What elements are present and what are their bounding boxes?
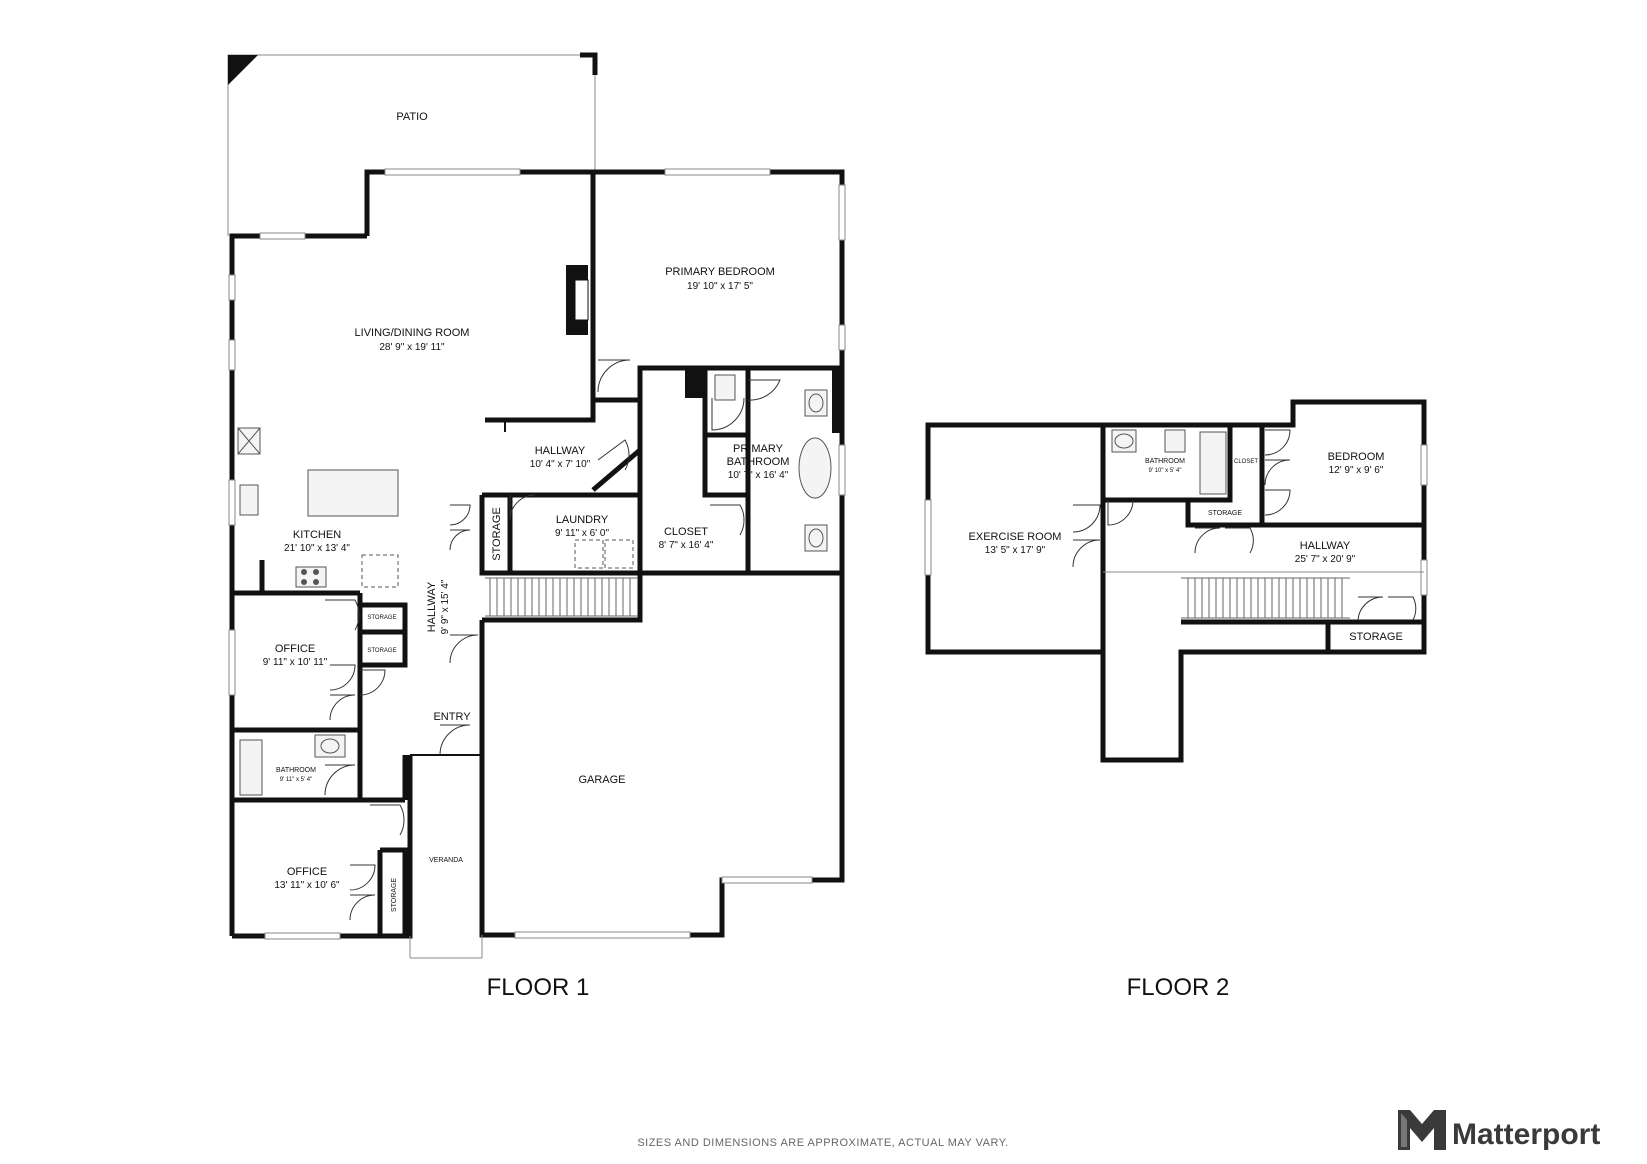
floor-1-interior-walls xyxy=(232,172,842,936)
storage-label-office-2: STORAGE xyxy=(391,878,398,912)
room-dims-closet: 8' 7" x 16' 4" xyxy=(659,540,714,551)
brand-name: Matterport xyxy=(1452,1118,1600,1151)
floor-2-title: FLOOR 2 xyxy=(1127,974,1230,1001)
floor-2-fixtures xyxy=(1111,429,1227,495)
room-label-bathroom-1: BATHROOM xyxy=(276,767,316,774)
room-label-hallway-3: HALLWAY xyxy=(1300,540,1351,552)
room-label-veranda: VERANDA xyxy=(429,857,463,864)
room-label-primary-bathroom-1: PRIMARY xyxy=(733,443,784,455)
floor-2-doors xyxy=(1072,429,1417,621)
room-label-bathroom-2: BATHROOM xyxy=(1145,458,1185,465)
room-label-storage-2a: STORAGE xyxy=(1208,510,1242,517)
room-label-office-2: OFFICE xyxy=(287,866,327,878)
room-dims-living-dining: 28' 9" x 19' 11" xyxy=(379,342,445,353)
floor-1-title: FLOOR 1 xyxy=(487,974,590,1001)
room-label-garage: GARAGE xyxy=(578,774,625,786)
floor-1-stairs xyxy=(485,577,638,617)
floor-1-doors xyxy=(324,359,781,921)
room-label-hallway-2: HALLWAY xyxy=(426,581,438,632)
disclaimer-text: SIZES AND DIMENSIONS ARE APPROXIMATE, AC… xyxy=(637,1137,1008,1149)
room-label-entry: ENTRY xyxy=(433,711,471,723)
room-label-patio: PATIO xyxy=(396,111,428,123)
room-label-primary-bedroom: PRIMARY BEDROOM xyxy=(665,266,775,278)
room-label-exercise-room: EXERCISE ROOM xyxy=(969,531,1062,543)
room-dims-hallway-1: 10' 4" x 7' 10" xyxy=(530,459,591,470)
room-dims-laundry: 9' 11" x 6' 0" xyxy=(555,528,610,539)
room-dims-bathroom-2: 9' 10" x 5' 4" xyxy=(1149,468,1182,474)
room-dims-office-1: 9' 11" x 10' 11" xyxy=(263,657,328,668)
matterport-logo-icon xyxy=(1398,1110,1446,1150)
room-dims-bathroom-1: 9' 11" x 5' 4" xyxy=(280,777,312,783)
room-label-closet: CLOSET xyxy=(664,526,708,538)
room-label-closet-2: CLOSET xyxy=(1234,459,1258,465)
storage-label-kitchen-2: STORAGE xyxy=(367,648,396,654)
patio-area xyxy=(227,52,598,236)
storage-label-kitchen-1: STORAGE xyxy=(367,615,396,621)
floor-1-plan: PATIO PRIMARY BEDROOM 19' 10" x 17' 5" L… xyxy=(227,52,846,1001)
floor-2-windows xyxy=(924,444,1428,596)
room-dims-hallway-3: 25' 7" x 20' 9" xyxy=(1295,554,1356,565)
room-label-storage-2b: STORAGE xyxy=(1349,631,1403,643)
room-dims-office-2: 13' 11" x 10' 6" xyxy=(274,880,340,891)
room-dims-exercise-room: 13' 5" x 17' 9" xyxy=(985,545,1046,556)
room-dims-primary-bedroom: 19' 10" x 17' 5" xyxy=(687,281,753,292)
floor-2-plan: EXERCISE ROOM 13' 5" x 17' 9" BATHROOM 9… xyxy=(924,399,1428,1001)
floor-2-interior-walls xyxy=(1100,425,1424,652)
floor-1-fixtures xyxy=(237,374,832,796)
room-label-kitchen: KITCHEN xyxy=(293,529,341,541)
floor-1-windows xyxy=(228,168,846,940)
room-label-bedroom: BEDROOM xyxy=(1328,451,1385,463)
room-dims-hallway-2: 9' 9" x 15' 4" xyxy=(440,579,451,634)
storage-label-laundry: STORAGE xyxy=(491,507,503,561)
room-label-primary-bathroom-2: BATHROOM xyxy=(727,456,790,468)
floor-2-stairs xyxy=(1103,571,1424,619)
room-dims-primary-bathroom: 10' 7" x 16' 4" xyxy=(728,470,789,481)
room-dims-kitchen: 21' 10" x 13' 4" xyxy=(284,543,350,554)
room-label-laundry: LAUNDRY xyxy=(556,514,609,526)
room-label-office-1: OFFICE xyxy=(275,643,315,655)
room-label-hallway-1: HALLWAY xyxy=(535,445,586,457)
room-label-living-dining: LIVING/DINING ROOM xyxy=(355,327,470,339)
floor-1-labels: PATIO PRIMARY BEDROOM 19' 10" x 17' 5" L… xyxy=(263,111,790,1001)
room-dims-bedroom: 12' 9" x 9' 6" xyxy=(1329,465,1384,476)
floor-2-labels: EXERCISE ROOM 13' 5" x 17' 9" BATHROOM 9… xyxy=(969,451,1403,1001)
